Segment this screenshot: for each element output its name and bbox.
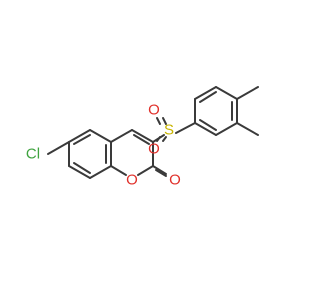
- bond-lines: [47, 86, 259, 179]
- molecule-structure: Cl S O O O O: [26, 86, 259, 189]
- chlorine-atom-label: Cl: [26, 146, 40, 163]
- atom-labels: Cl S O O O O: [26, 102, 181, 189]
- carbonyl-oxygen-label: O: [169, 172, 181, 189]
- ring-oxygen-label: O: [126, 172, 138, 189]
- sulfonyl-oxygen-bottom-label: O: [148, 141, 160, 158]
- sulfur-atom-label: S: [164, 122, 174, 139]
- sulfonyl-oxygen-top-label: O: [148, 102, 160, 119]
